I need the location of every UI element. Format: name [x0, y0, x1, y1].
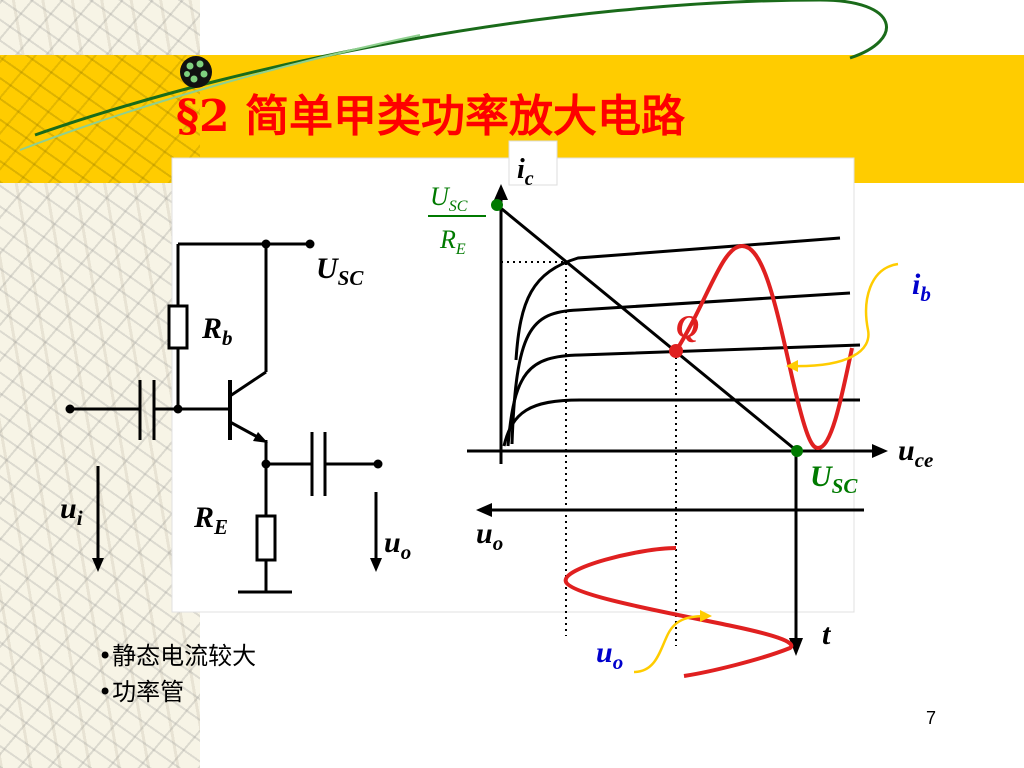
ib-curve-3: [510, 291, 851, 445]
usc-label: USC: [810, 460, 858, 498]
q-label: Q: [676, 308, 699, 344]
ic-label: ic: [517, 154, 534, 190]
ib-curve-4: [514, 236, 841, 361]
uo-circuit-arrowhead: [370, 558, 382, 572]
uo-axis-label: uo: [476, 517, 503, 555]
page-number: 7: [926, 708, 937, 728]
rb-label: Rb: [201, 312, 233, 350]
ib-curve-2: [506, 343, 861, 447]
re-resistor: [255, 514, 277, 562]
bead-ornament-icon: [180, 56, 212, 88]
svg-text:RE: RE: [439, 225, 466, 258]
uo-axis-arrowhead: [476, 503, 492, 517]
uo-circuit-label: uo: [384, 526, 411, 564]
emitter-arrowhead: [253, 432, 268, 443]
uce-label: uce: [898, 434, 933, 472]
load-line: [496, 203, 798, 453]
usc-point: [791, 445, 803, 457]
ui-label: ui: [60, 492, 83, 530]
rb-resistor: [167, 304, 189, 350]
circuit-nodes: [65, 239, 383, 572]
bullet-text: 功率管: [112, 678, 185, 706]
t-label: t: [822, 618, 832, 651]
svg-text:USC: USC: [430, 182, 468, 215]
usc-over-re-fraction: USC RE: [428, 182, 486, 258]
uo-callout-line: [633, 614, 709, 674]
circuit-diagram: [70, 242, 378, 594]
uo-callout-arrowhead: [700, 610, 712, 622]
ic-arrowhead: [494, 184, 508, 200]
uo-sine-wave: [563, 546, 794, 678]
ib-curve-1: [502, 398, 860, 447]
diagram-frame: [171, 157, 855, 613]
uce-arrowhead: [872, 444, 888, 458]
bullet-item: •功率管: [98, 678, 185, 706]
uo-wave-label: uo: [596, 636, 623, 674]
t-arrowhead: [789, 638, 803, 656]
re-label: RE: [193, 501, 228, 539]
characteristic-graph: [467, 184, 899, 678]
decorative-swoosh-light: [19, 34, 421, 151]
ib-curves: [502, 236, 861, 447]
bullet-item: •静态电流较大: [98, 642, 257, 670]
ib-callout-line: [787, 262, 899, 368]
bullet-list: •静态电流较大 •功率管: [98, 638, 256, 710]
ui-arrowhead: [92, 558, 104, 572]
usc-re-point: [491, 199, 503, 211]
ib-label: ib: [912, 268, 931, 306]
ib-callout-arrowhead: [786, 360, 798, 372]
ib-sine-wave: [674, 243, 854, 451]
axis-label-box: [508, 140, 558, 186]
banner-pattern: [0, 55, 200, 183]
bullet-text: 静态电流较大: [112, 642, 257, 670]
slide-title: §2 简单甲类功率放大电路: [176, 91, 685, 142]
q-point: [669, 344, 683, 358]
vcc-label: USC: [316, 252, 364, 290]
